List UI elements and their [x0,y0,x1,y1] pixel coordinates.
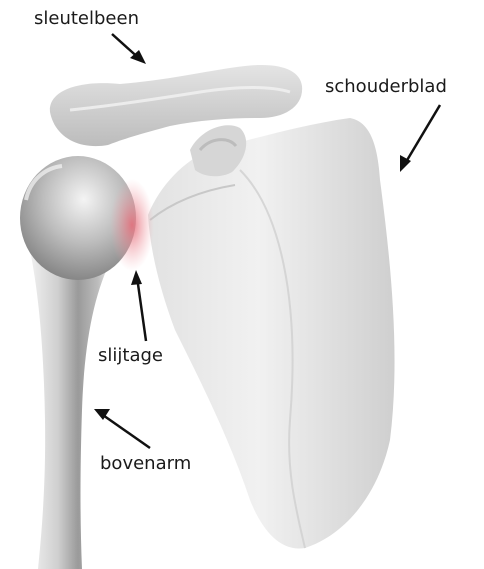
humerus-arrow [100,413,150,448]
scapula-bone [148,118,395,548]
wear-label: slijtage [98,347,163,365]
humerus-label: bovenarm [100,455,191,473]
scapula-arrow [403,105,440,167]
wear-arrow [137,277,146,341]
clavicle-bone [50,65,302,146]
scapula-label: schouderblad [325,78,447,96]
wear-area [110,179,154,271]
clavicle-label: sleutelbeen [34,10,139,28]
